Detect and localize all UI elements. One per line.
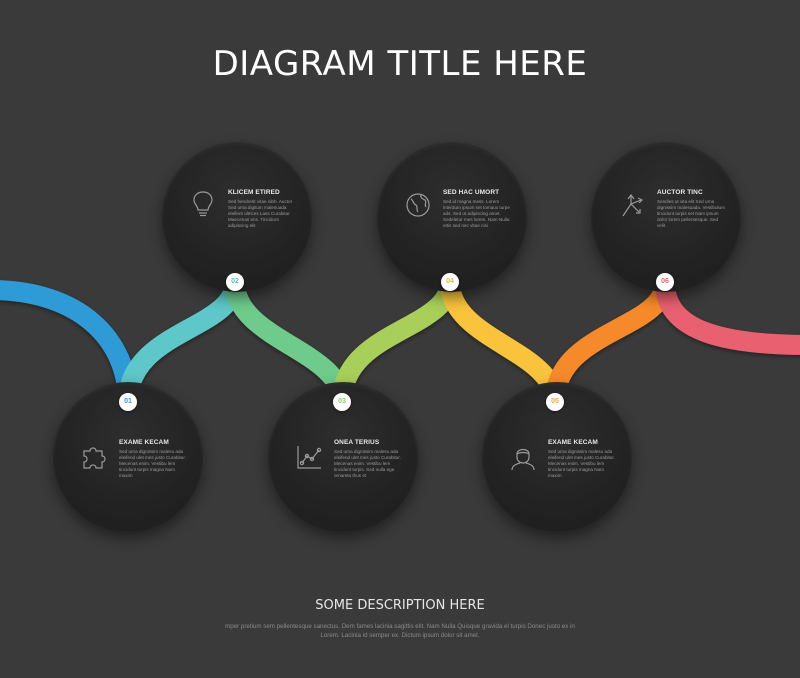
- step-circle-02: KLICEM ETIRED Sed hendrerit vitae nibh. …: [162, 142, 312, 292]
- step-heading: SED HAC UMORT: [443, 189, 500, 196]
- step-heading: AUCTOR TINC: [657, 189, 703, 196]
- step-heading: EXAME KECAM: [548, 439, 598, 446]
- step-body: Sed urna dignissim malesu ada eleifend u…: [119, 449, 186, 479]
- step-heading: ONEA TERIUS: [334, 439, 380, 446]
- user-icon: [508, 442, 538, 472]
- step-circle-06: AUCTOR TINC Sendies ut vita elit Sed urn…: [591, 142, 741, 292]
- step-number-badge-02: 02: [226, 273, 244, 291]
- step-number-badge-01: 01: [119, 393, 137, 411]
- step-circle-05: EXAME KECAM Sed urna dignissim malesu ad…: [482, 382, 632, 532]
- arrows-icon: [617, 190, 647, 220]
- description-body: mper pretium sem pellentesque sanectus. …: [225, 623, 575, 639]
- line-chart-icon: [294, 442, 324, 472]
- step-body: Sed id magna mess. Lorem interdum ipsum …: [443, 199, 510, 229]
- step-number-badge-04: 04: [441, 273, 459, 291]
- step-body: Sendies ut vita elit Sed urna dignissim …: [657, 199, 725, 229]
- diagram-title: DIAGRAM TITLE HERE: [212, 44, 588, 84]
- step-body: Sed hendrerit vitae nibh. Auctor Sed urn…: [228, 199, 293, 229]
- step-number-badge-06: 06: [656, 273, 674, 291]
- step-heading: KLICEM ETIRED: [228, 189, 280, 196]
- step-heading: EXAME KECAM: [119, 439, 169, 446]
- step-body: Sed urna dignissim malesu ada eleifend u…: [548, 449, 615, 479]
- lightbulb-icon: [188, 188, 218, 218]
- globe-icon: [403, 190, 433, 220]
- step-circle-04: SED HAC UMORT Sed id magna mess. Lorem i…: [377, 142, 527, 292]
- description-title: SOME DESCRIPTION HERE: [315, 598, 485, 613]
- step-body: Sed urna dignissim malesu ada eleifend u…: [334, 449, 401, 479]
- ribbon-segment-7: [655, 272, 800, 355]
- step-number-badge-05: 05: [546, 393, 564, 411]
- puzzle-icon: [79, 442, 109, 472]
- step-number-badge-03: 03: [333, 393, 351, 411]
